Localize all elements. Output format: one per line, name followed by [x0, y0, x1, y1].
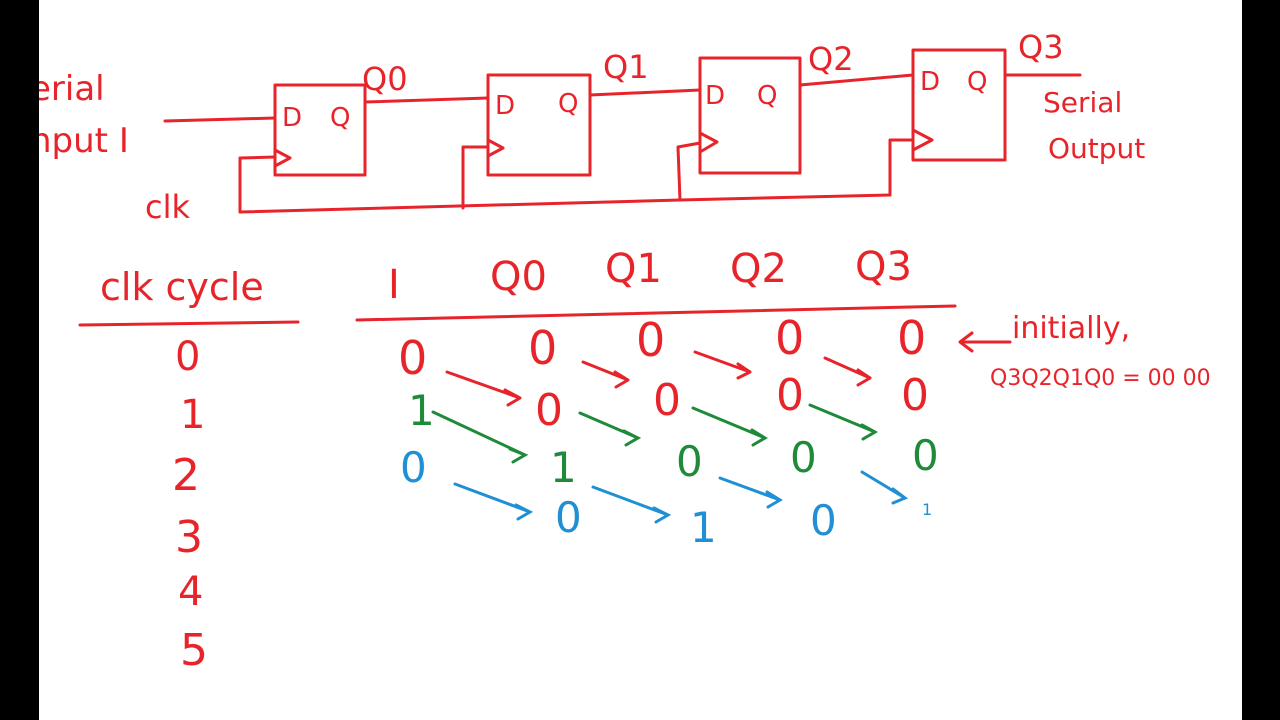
row2-i: 1 [408, 386, 435, 435]
initial-state-note: Q3Q2Q1Q0 = 00 00 [990, 366, 1211, 391]
q1-wire [588, 88, 702, 97]
arrow-r2 [581, 360, 630, 389]
clock-drop-2 [676, 141, 702, 202]
clk-cycle-4: 4 [178, 569, 203, 615]
ff1-q-label: Q [558, 89, 578, 119]
serial-output-label-1: Serial [1043, 86, 1122, 119]
clock-triangle-3 [911, 128, 934, 152]
ff1-d-label: D [495, 91, 515, 121]
ff3-q-label: Q [967, 67, 987, 97]
ff3-d-label: D [920, 67, 940, 97]
arrow-g4 [808, 403, 879, 441]
initially-arrow [958, 331, 1012, 353]
q0-wire [363, 96, 490, 104]
clock-drop-3 [888, 138, 915, 197]
ff0-d-label: D [282, 103, 302, 133]
clock-triangle-1 [486, 138, 505, 158]
header-q3: Q3 [855, 244, 912, 290]
clk-label: clk [145, 188, 190, 226]
row0-q3: 0 [897, 311, 926, 365]
clk-cycle-0: 0 [175, 334, 200, 380]
arrow-r4 [823, 356, 872, 387]
row3-q2: 0 [810, 496, 837, 545]
ff2-d-label: D [705, 81, 725, 111]
clock-triangle-0 [273, 148, 292, 168]
initially-note: initially, [1012, 311, 1130, 346]
clock-drop-1 [461, 145, 490, 210]
arrow-g3 [691, 406, 768, 447]
row3-q0: 0 [555, 493, 582, 542]
header-q1: Q1 [605, 246, 662, 292]
serial-input-label-2: nput I [39, 121, 129, 161]
arrow-g1 [431, 410, 529, 464]
serial-input-label-1: erial [39, 69, 105, 109]
clk-cycle-3: 3 [175, 512, 203, 563]
ff0-q-label: Q [330, 103, 350, 133]
row2-q3: 0 [912, 431, 939, 480]
clk-cycle-2: 2 [172, 450, 200, 501]
clk-cycle-header: clk cycle [100, 265, 264, 309]
ff3-output-label: Q3 [1018, 28, 1064, 66]
arrow-g2 [578, 411, 642, 447]
row1-q0: 0 [535, 385, 563, 436]
clk-cycle-underline [78, 320, 300, 327]
ff2-q-label: Q [757, 81, 777, 111]
ff2-output-label: Q2 [808, 40, 854, 78]
row3-i: 0 [400, 443, 427, 492]
flipflop-1-box [486, 73, 592, 177]
arrow-b3 [718, 476, 783, 509]
whiteboard: erial nput I clk Serial Output D Q Q0 D … [39, 0, 1242, 720]
shift-register-diagram: erial nput I clk Serial Output D Q Q0 D … [39, 28, 1211, 676]
arrow-b2 [591, 485, 672, 524]
arrow-r1 [445, 370, 522, 407]
flipflop-3-box [911, 48, 1007, 162]
header-q2: Q2 [730, 246, 787, 292]
row0-q1: 0 [636, 313, 665, 367]
clk-cycle-5: 5 [180, 625, 208, 676]
arrow-r3 [693, 350, 752, 380]
row0-q0: 0 [528, 321, 557, 375]
row2-q0: 1 [550, 443, 577, 492]
q2-wire [798, 73, 915, 87]
row3-q1: 1 [690, 503, 717, 552]
flipflop-2-box [698, 56, 802, 175]
flipflop-0-box [273, 83, 367, 177]
header-i: I [388, 262, 400, 308]
row1-q2: 0 [776, 370, 804, 421]
arrow-b4 [860, 470, 908, 505]
serial-input-wire [163, 116, 277, 123]
header-q0: Q0 [490, 254, 547, 300]
clock-triangle-2 [698, 131, 719, 154]
clock-drop-0 [238, 155, 277, 214]
row2-q2: 0 [790, 433, 817, 482]
ff0-output-label: Q0 [362, 60, 408, 98]
row0-i: 0 [398, 331, 427, 385]
row0-q2: 0 [775, 311, 804, 365]
row1-q3: 0 [901, 370, 929, 421]
arrow-b1 [453, 482, 534, 521]
right-letterbox [1242, 0, 1280, 720]
row2-q1: 0 [676, 437, 703, 486]
row3-q3: 1 [922, 500, 932, 519]
clock-bus [238, 193, 892, 214]
row1-q1: 0 [653, 375, 681, 426]
serial-output-label-2: Output [1048, 132, 1145, 165]
left-letterbox [0, 0, 39, 720]
table-header-underline [355, 304, 957, 322]
ff1-output-label: Q1 [603, 48, 649, 86]
clk-cycle-1: 1 [180, 392, 205, 438]
